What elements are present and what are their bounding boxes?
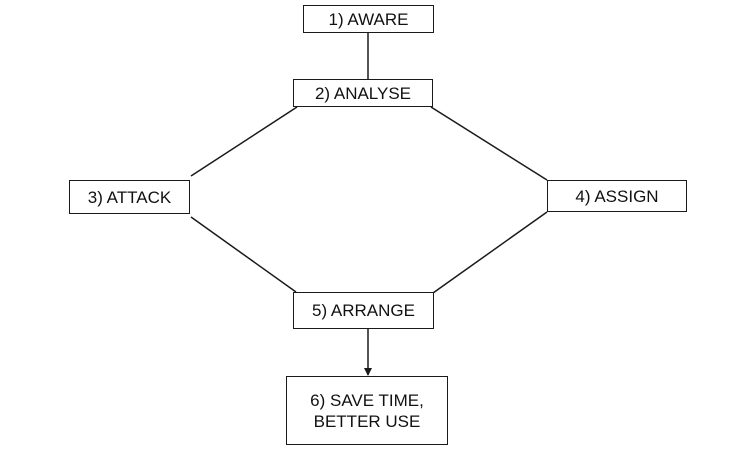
node-aware-label: 1) AWARE [328, 9, 409, 29]
edge-assign-arrange [432, 211, 548, 294]
node-analyse-label: 2) ANALYSE [314, 83, 412, 103]
edge-analyse-assign [430, 106, 548, 181]
node-arrange-label: 5) ARRANGE [312, 301, 415, 320]
node-attack: 3) ATTACK [69, 180, 190, 214]
edge-analyse-attack [190, 106, 298, 177]
node-arrange: 5) ARRANGE [293, 292, 434, 329]
node-save-time-label-line-1: 6) SAVE TIME, [310, 390, 424, 410]
node-save-time: 6) SAVE TIME, BETTER USE [286, 376, 448, 445]
node-assign: 4) ASSIGN [547, 180, 687, 212]
node-aware: 1) AWARE [303, 5, 434, 33]
node-analyse: 2) ANALYSE [293, 79, 433, 107]
node-assign-label: 4) ASSIGN [575, 186, 659, 206]
node-attack-label: 3) ATTACK [87, 187, 172, 207]
node-save-time-label-line-2: BETTER USE [313, 411, 421, 431]
edge-attack-arrange [190, 216, 297, 293]
